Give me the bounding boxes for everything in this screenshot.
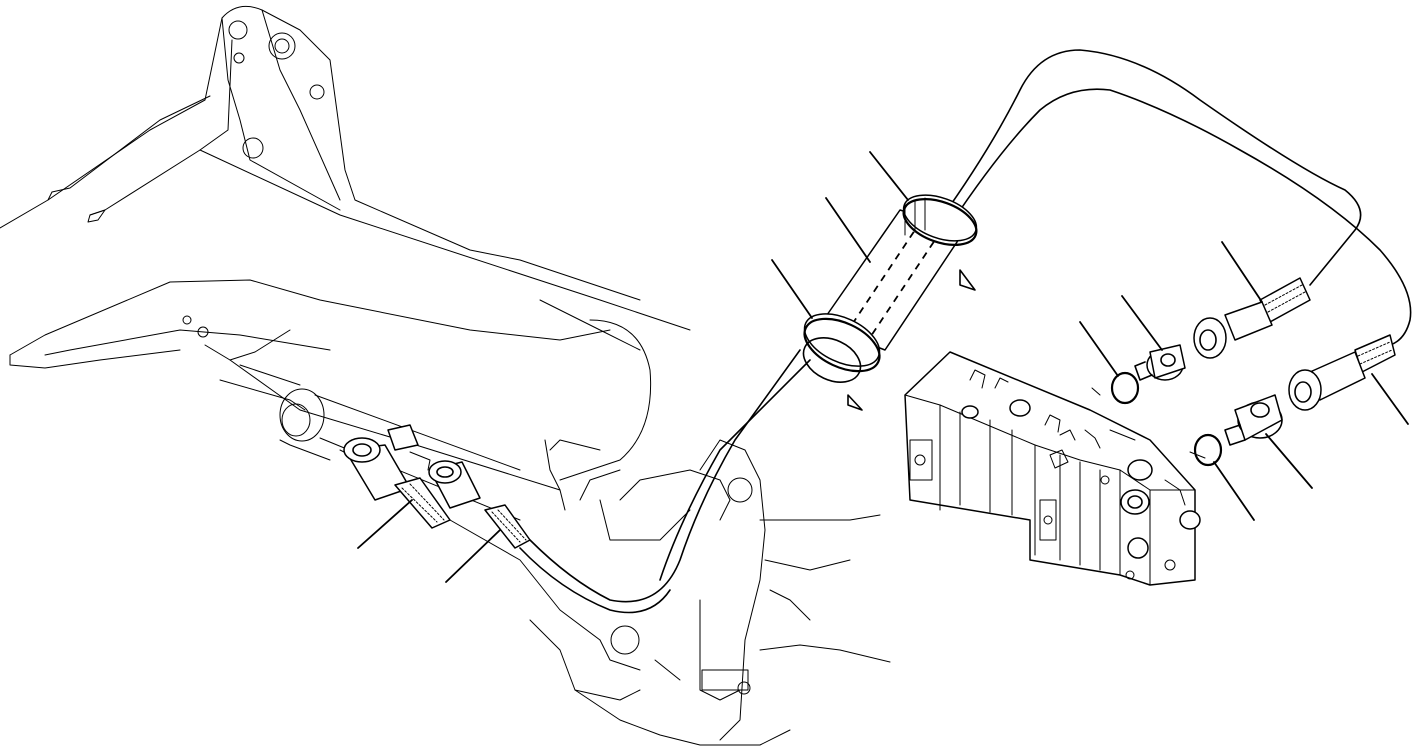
o-rings [1110, 371, 1223, 467]
fitting-left-1 [343, 424, 451, 529]
o-ring-upper [1110, 371, 1140, 405]
hose-clamp-lower [802, 313, 881, 411]
leader-line [1371, 373, 1409, 425]
fitting-left-2 [428, 460, 531, 549]
leader-line [825, 197, 871, 263]
leader-line [357, 499, 413, 549]
hose-fittings-left [343, 424, 531, 549]
leader-line [869, 151, 909, 201]
adapter-lower [1224, 394, 1283, 446]
leader-line [1213, 461, 1255, 521]
o-ring-lower [1193, 433, 1223, 467]
leader-line [771, 259, 813, 319]
leader-line [445, 529, 501, 583]
loader-arm-frame [0, 5, 891, 746]
hose-line [519, 49, 1412, 614]
hose-clamps [802, 194, 978, 411]
adapters [1134, 344, 1283, 446]
hose-clamp-upper [902, 194, 978, 291]
leader-line [1265, 433, 1313, 489]
hose-fittings-right [1193, 277, 1396, 411]
leader-line [1121, 295, 1163, 351]
control-valve [904, 351, 1201, 586]
leader-lines [357, 151, 1409, 583]
leader-line [1079, 321, 1119, 377]
adapter-upper [1134, 344, 1186, 381]
leader-line [1221, 241, 1263, 303]
fitting-right-upper [1193, 277, 1311, 359]
fitting-right-lower [1288, 334, 1396, 411]
